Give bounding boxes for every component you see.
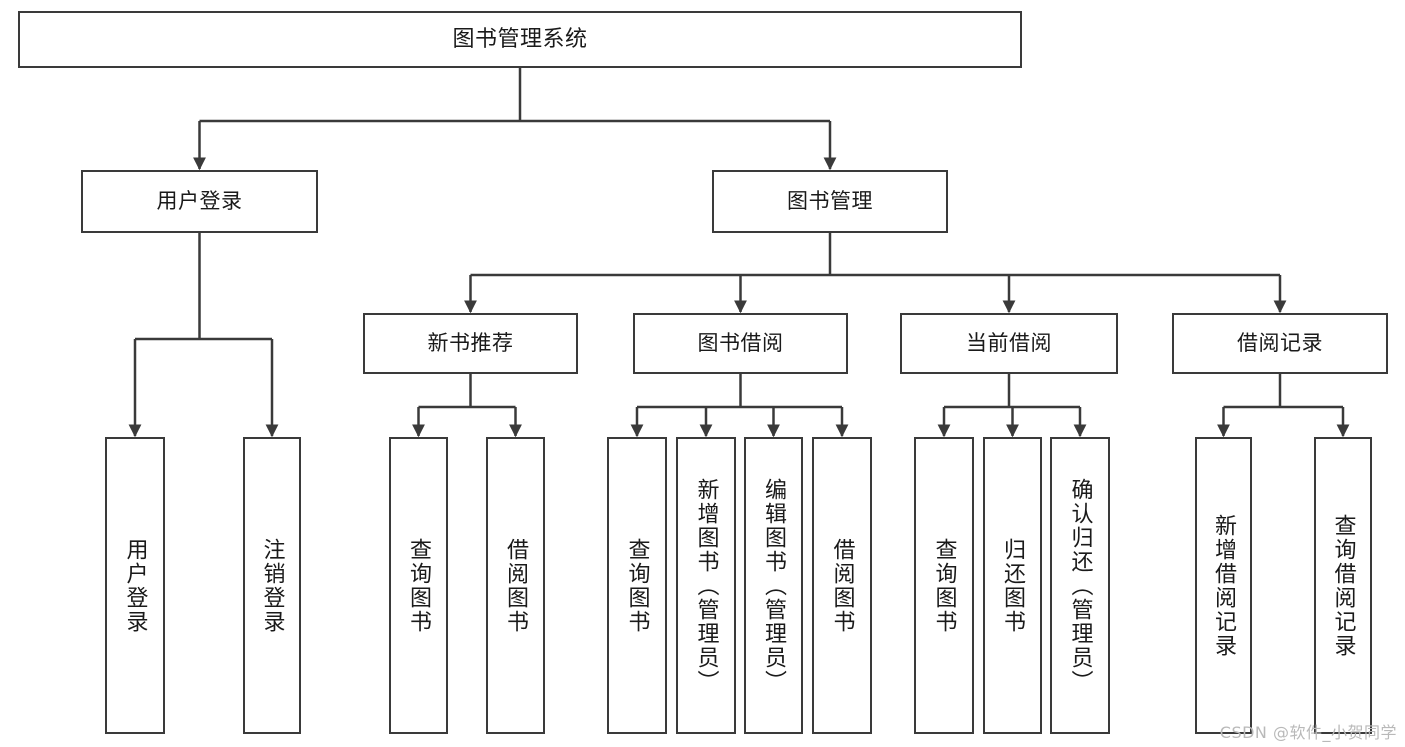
node-l-borrow2[interactable]: 借阅图书 — [812, 437, 872, 734]
node-label: 图书借阅 — [697, 331, 784, 356]
node-label: 新书推荐 — [427, 331, 514, 356]
node-label: 借阅记录 — [1237, 331, 1323, 356]
node-label: 用户登录 — [156, 189, 243, 214]
node-label: 用户登录 — [122, 537, 148, 634]
node-label: 图书管理系统 — [452, 26, 588, 52]
node-l-add[interactable]: 新增图书（管理员） — [676, 437, 736, 734]
node-label: 查询图书 — [624, 537, 650, 634]
node-records[interactable]: 借阅记录 — [1172, 313, 1388, 374]
node-label: 查询图书 — [931, 537, 957, 634]
node-l-addrec[interactable]: 新增借阅记录 — [1195, 437, 1252, 734]
node-label: 借阅图书 — [829, 537, 855, 634]
node-borrow[interactable]: 图书借阅 — [633, 313, 848, 374]
node-label: 编辑图书（管理员） — [761, 477, 787, 694]
node-l-queryrec[interactable]: 查询借阅记录 — [1314, 437, 1372, 734]
node-label: 借阅图书 — [503, 537, 529, 634]
node-l-login[interactable]: 用户登录 — [105, 437, 165, 734]
node-label: 图书管理 — [787, 189, 873, 214]
node-label: 查询图书 — [406, 537, 432, 634]
node-l-query1[interactable]: 查询图书 — [389, 437, 448, 734]
node-l-query3[interactable]: 查询图书 — [914, 437, 974, 734]
node-l-confirm[interactable]: 确认归还（管理员） — [1050, 437, 1110, 734]
node-label: 注销登录 — [259, 537, 285, 634]
node-l-return[interactable]: 归还图书 — [983, 437, 1042, 734]
node-label: 新增借阅记录 — [1211, 513, 1237, 658]
node-newbook[interactable]: 新书推荐 — [363, 313, 578, 374]
node-label: 查询借阅记录 — [1330, 513, 1356, 658]
node-l-logout[interactable]: 注销登录 — [243, 437, 301, 734]
node-label: 当前借阅 — [966, 331, 1052, 356]
node-l-borrow1[interactable]: 借阅图书 — [486, 437, 545, 734]
node-l-query2[interactable]: 查询图书 — [607, 437, 667, 734]
node-current[interactable]: 当前借阅 — [900, 313, 1118, 374]
node-label: 归还图书 — [1000, 537, 1026, 634]
node-label: 新增图书（管理员） — [693, 477, 719, 694]
node-root[interactable]: 图书管理系统 — [18, 11, 1022, 68]
watermark-text: CSDN @软件_小贺同学 — [1219, 723, 1397, 742]
node-bookmgmt[interactable]: 图书管理 — [712, 170, 948, 233]
node-login[interactable]: 用户登录 — [81, 170, 318, 233]
node-label: 确认归还（管理员） — [1067, 477, 1093, 694]
node-l-edit[interactable]: 编辑图书（管理员） — [744, 437, 803, 734]
